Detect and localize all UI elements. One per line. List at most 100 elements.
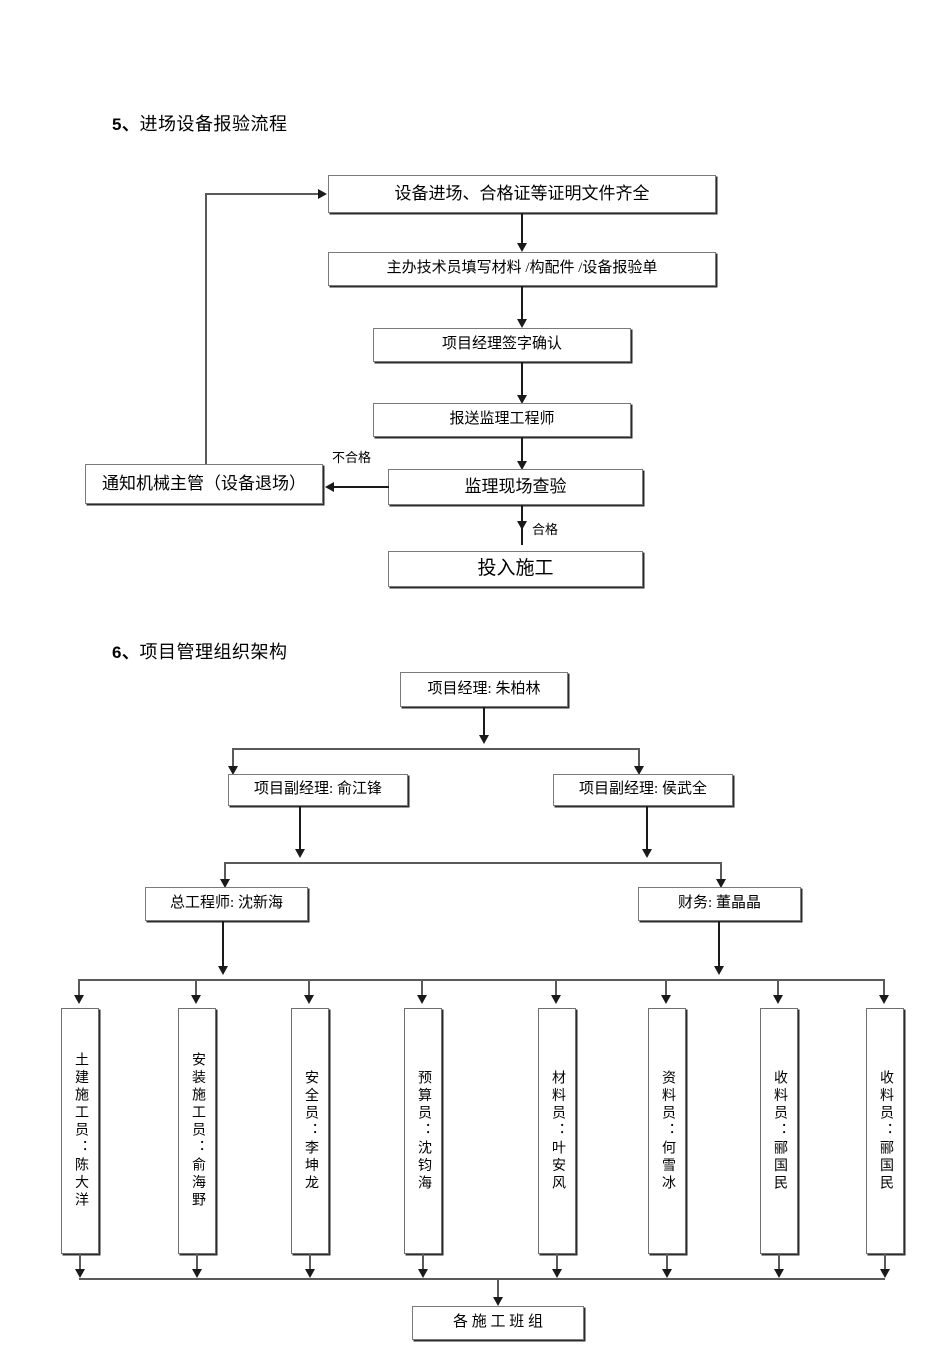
org-bar-deputies	[232, 748, 640, 750]
flow-line-4-5	[521, 437, 523, 465]
org-arrow-merge-6	[662, 1269, 672, 1278]
org-stem-staff-8	[883, 979, 885, 999]
org-line-pm-down	[483, 707, 485, 739]
section-5-title: 进场设备报验流程	[139, 114, 288, 134]
org-arrow-finance	[716, 879, 726, 888]
org-node-work-teams[interactable]: 各 施 工 班 组	[412, 1306, 584, 1340]
flow-node-notify-mechanical-label: 通知机械主管（设备退场）	[102, 474, 306, 494]
org-arrow-staff-3	[304, 995, 314, 1004]
flow-node-site-inspection[interactable]: 监理现场查验	[388, 469, 643, 505]
org-stem-merge-7	[778, 1254, 780, 1276]
org-node-staff-2[interactable]: 安装施工员：俞海野	[178, 1008, 216, 1254]
org-node-project-manager-label: 项目经理: 朱柏林	[427, 680, 541, 697]
org-stem-merge-5	[556, 1254, 558, 1276]
flow-node-start-construction[interactable]: 投入施工	[388, 551, 643, 587]
flow-arrow-3-4	[517, 395, 527, 404]
org-bar-merge	[79, 1278, 885, 1280]
org-arrow-deputy1-down	[295, 849, 305, 858]
org-arrow-finance-down	[714, 966, 724, 975]
org-bar-mid	[224, 862, 722, 864]
flow-node-notify-mechanical[interactable]: 通知机械主管（设备退场）	[85, 464, 323, 504]
org-arrow-merge-4	[418, 1269, 428, 1278]
org-arrow-deputy-right	[634, 766, 644, 775]
flow-edge-label-fail: 不合格	[332, 450, 372, 465]
flow-line-1-2	[521, 213, 523, 246]
org-bar-mid-right-drop	[720, 862, 722, 882]
org-arrow-staff-1	[74, 995, 84, 1004]
org-stem-staff-3	[308, 979, 310, 999]
org-arrow-staff-4	[417, 995, 427, 1004]
org-arrow-bottom-down	[493, 1297, 503, 1306]
org-node-staff-8[interactable]: 收料员：郦国民	[866, 1008, 904, 1254]
org-stem-merge-4	[422, 1254, 424, 1276]
org-node-finance[interactable]: 财务: 董晶晶	[638, 887, 801, 921]
org-node-staff-2-label: 安装施工员：俞海野	[190, 1052, 205, 1210]
org-node-deputy-manager-2-label: 项目副经理: 侯武全	[579, 781, 707, 798]
feedback-line-horizontal-top	[205, 193, 323, 195]
flow-node-equipment-arrival[interactable]: 设备进场、合格证等证明文件齐全	[328, 175, 716, 213]
org-bar-mid-left-drop	[224, 862, 226, 882]
org-arrow-staff-6	[661, 995, 671, 1004]
org-arrow-deputy-left	[228, 766, 238, 775]
flow-node-pm-sign[interactable]: 项目经理签字确认	[373, 328, 631, 362]
flow-arrow-1-2	[517, 243, 527, 252]
flow-arrow-pass	[517, 521, 527, 530]
org-node-staff-1[interactable]: 土建施工员：陈大洋	[61, 1008, 99, 1254]
flow-node-submit-supervisor-label: 报送监理工程师	[449, 411, 555, 428]
org-node-staff-7-label: 收料员：郦国民	[772, 1069, 787, 1193]
flow-arrow-2-3	[517, 319, 527, 328]
flow-node-fill-form-label: 主办技术员填写材料 /构配件 /设备报验单	[386, 260, 658, 277]
flow-line-3-4	[521, 362, 523, 398]
org-node-staff-8-label: 收料员：郦国民	[878, 1069, 893, 1193]
org-node-chief-engineer[interactable]: 总工程师: 沈新海	[145, 887, 308, 921]
flow-node-fill-form[interactable]: 主办技术员填写材料 /构配件 /设备报验单	[328, 252, 716, 286]
org-arrow-pm-down	[479, 735, 489, 744]
org-node-finance-label: 财务: 董晶晶	[678, 895, 761, 912]
org-node-staff-3[interactable]: 安全员：李坤龙	[291, 1008, 329, 1254]
org-stem-staff-5	[555, 979, 557, 999]
org-node-staff-5[interactable]: 材料员：叶安风	[538, 1008, 576, 1254]
org-node-staff-4-label: 预算员：沈钧海	[416, 1069, 431, 1193]
org-bar-deputies-left-drop	[232, 748, 234, 770]
org-node-chief-engineer-label: 总工程师: 沈新海	[170, 895, 283, 912]
org-arrow-staff-2	[191, 995, 201, 1004]
org-arrow-staff-7	[773, 995, 783, 1004]
org-stem-staff-1	[78, 979, 80, 999]
org-line-chief-down	[222, 921, 224, 973]
org-node-staff-7[interactable]: 收料员：郦国民	[760, 1008, 798, 1254]
flow-node-start-construction-label: 投入施工	[477, 558, 554, 580]
org-arrow-merge-1	[75, 1269, 85, 1278]
org-node-project-manager[interactable]: 项目经理: 朱柏林	[400, 672, 568, 707]
org-stem-merge-3	[309, 1254, 311, 1276]
org-arrow-merge-2	[192, 1269, 202, 1278]
flow-edge-label-pass: 合格	[532, 522, 559, 537]
org-stem-staff-2	[195, 979, 197, 999]
flow-line-fail	[331, 486, 389, 488]
org-stem-merge-1	[79, 1254, 81, 1276]
org-stem-merge-8	[884, 1254, 886, 1276]
org-stem-merge-2	[196, 1254, 198, 1276]
org-node-deputy-manager-2[interactable]: 项目副经理: 侯武全	[553, 774, 733, 806]
org-arrow-chief-engineer	[220, 879, 230, 888]
org-arrow-merge-8	[880, 1269, 890, 1278]
org-arrow-chief-down	[218, 966, 228, 975]
org-stem-staff-6	[665, 979, 667, 999]
flow-node-site-inspection-label: 监理现场查验	[464, 477, 567, 497]
section-6-heading: 6、项目管理组织架构	[112, 638, 287, 664]
org-node-deputy-manager-1-label: 项目副经理: 俞江锋	[254, 781, 382, 798]
section-6-title: 项目管理组织架构	[139, 642, 288, 662]
flow-arrow-4-5	[517, 461, 527, 470]
flow-arrow-fail	[325, 482, 334, 492]
org-line-finance-down	[718, 921, 720, 973]
org-node-staff-4[interactable]: 预算员：沈钧海	[404, 1008, 442, 1254]
org-bar-deputies-right-drop	[638, 748, 640, 770]
org-node-staff-3-label: 安全员：李坤龙	[303, 1069, 318, 1193]
org-node-staff-5-label: 材料员：叶安风	[550, 1069, 565, 1193]
org-stem-staff-4	[421, 979, 423, 999]
flow-node-submit-supervisor[interactable]: 报送监理工程师	[373, 403, 631, 437]
org-line-deputy1-down	[299, 806, 301, 854]
org-node-deputy-manager-1[interactable]: 项目副经理: 俞江锋	[228, 774, 408, 806]
org-node-staff-6[interactable]: 资料员：何雪冰	[648, 1008, 686, 1254]
org-arrow-staff-8	[879, 995, 889, 1004]
org-node-staff-6-label: 资料员：何雪冰	[660, 1069, 675, 1193]
